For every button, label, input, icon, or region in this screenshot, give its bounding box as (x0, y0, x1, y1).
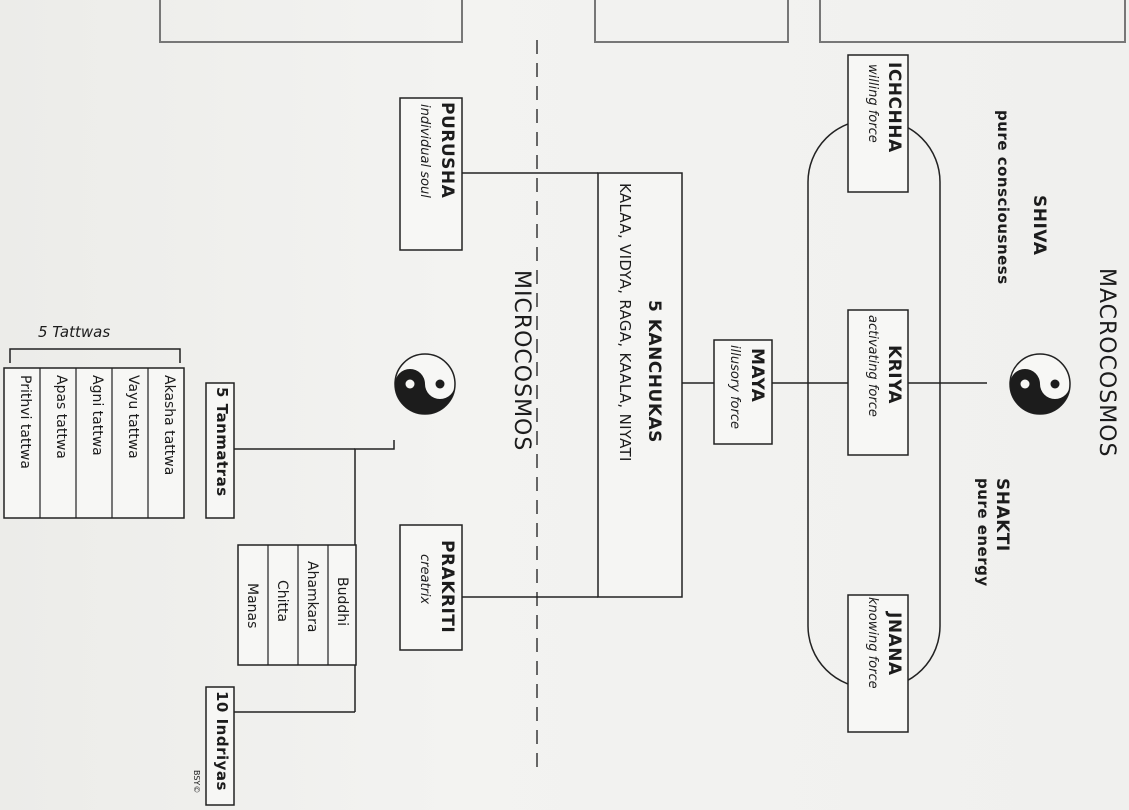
yin-yang-icon (1009, 353, 1071, 415)
tattwas-bracket (9, 348, 181, 363)
ichchha-label: ICHCHHA (884, 62, 904, 153)
kriya-desc: activating force (865, 315, 880, 417)
kanchukas-label: 5 KANCHUKAS (644, 300, 664, 443)
microcosmos-title: MICROCOSMOS (509, 270, 534, 452)
purusha-box (399, 97, 463, 251)
ichchha-desc: willing force (865, 64, 880, 143)
tattwas-label: 5 Tattwas (38, 323, 111, 341)
antahkarana-item: Chitta (274, 580, 290, 623)
tanmatras-box (205, 382, 235, 519)
link-indriyas (231, 711, 355, 715)
ichchha-box (847, 54, 909, 193)
link-antahkarana (354, 440, 395, 712)
kanchukas-box (597, 172, 683, 598)
macrocosmos-title: MACROCOSMOS (1094, 268, 1119, 458)
prakriti-label: PRAKRITI (437, 540, 457, 634)
tattwa-item: Agni tattwa (89, 375, 105, 456)
shiva-label: SHIVA (1029, 195, 1049, 256)
jnana-box (847, 594, 909, 733)
header-bracket-right (819, 0, 1126, 43)
jnana-label: JNANA (884, 612, 904, 676)
tattwa-item: Akasha tattwa (161, 375, 177, 476)
tattwas-box (3, 367, 185, 519)
header-bracket-left (159, 0, 463, 43)
kriya-box (847, 309, 909, 456)
indriyas-label: 10 Indriyas (213, 691, 231, 791)
jnana-desc: knowing force (865, 597, 880, 689)
tanmatras-label: 5 Tanmatras (213, 387, 231, 497)
credit-label: BSY© (192, 770, 201, 794)
maya-label: MAYA (747, 348, 767, 403)
prakriti-box (399, 524, 463, 651)
header-bracket-middle (594, 0, 789, 43)
maya-box (713, 339, 773, 445)
antahkarana-box (237, 544, 357, 666)
tattwa-item: Apas tattwa (53, 375, 69, 459)
maya-desc: illusory force (727, 345, 742, 429)
purusha-label: PURUSHA (437, 102, 457, 199)
tattwa-item: Prithvi tattwa (17, 375, 33, 469)
link-tanmatras (231, 447, 355, 450)
antahkarana-item: Manas (244, 583, 260, 629)
kanchukas-list: KALAA, VIDYA, RAGA, KAALA, NIYATI (616, 183, 634, 462)
shiva-desc: pure consciousness (994, 110, 1012, 285)
kriya-label: KRIYA (884, 345, 904, 404)
indriyas-box (205, 686, 235, 806)
antahkarana-item: Ahamkara (304, 561, 320, 633)
tattwa-item: Vayu tattwa (125, 375, 141, 459)
antahkarana-item: Buddhi (334, 577, 350, 627)
purusha-desc: individual soul (417, 104, 432, 198)
shakti-label: SHAKTI (992, 478, 1012, 552)
yin-yang-icon (394, 353, 456, 415)
shakti-desc: pure energy (974, 478, 992, 587)
prakriti-desc: creatrix (417, 554, 432, 605)
